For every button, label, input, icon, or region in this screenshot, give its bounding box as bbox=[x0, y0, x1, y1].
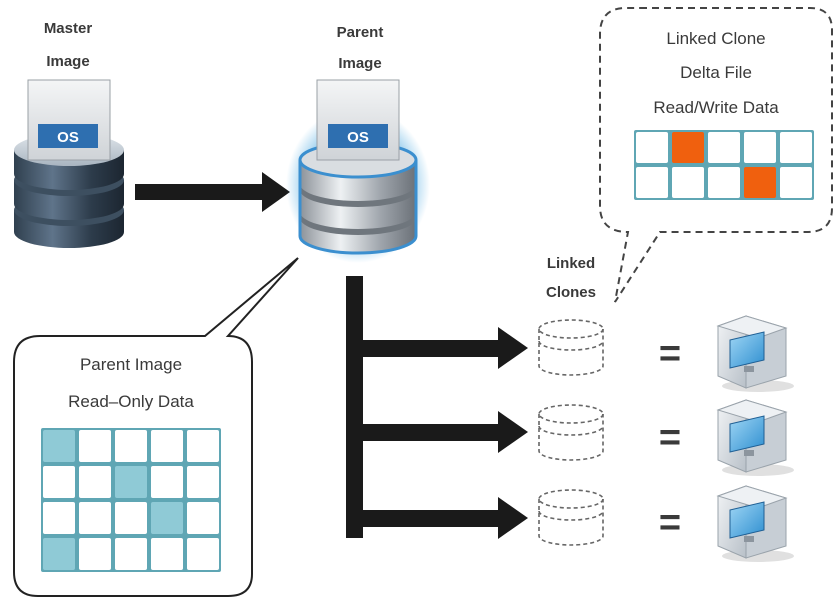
arrow-to-clone-3 bbox=[346, 497, 528, 539]
arrow-to-clone-1 bbox=[346, 327, 528, 369]
master-image-database: OS bbox=[14, 79, 124, 248]
vm-cube-icon bbox=[716, 485, 794, 562]
grid-cell bbox=[79, 466, 111, 498]
master-image-label: Master Image bbox=[44, 20, 93, 70]
equals-sign: = bbox=[659, 417, 681, 459]
arrow-to-clone-2 bbox=[346, 411, 528, 453]
grid-cell bbox=[115, 430, 147, 462]
grid-cell-filled bbox=[43, 430, 75, 462]
grid-cell bbox=[79, 502, 111, 534]
vm-cube-icon bbox=[716, 315, 794, 392]
grid-cell bbox=[780, 167, 812, 198]
parent-os-badge: OS bbox=[347, 129, 369, 146]
grid-cell bbox=[43, 502, 75, 534]
grid-cell bbox=[151, 466, 183, 498]
linked-clones-label: Linked Clones bbox=[546, 255, 596, 301]
grid-cell-filled bbox=[672, 132, 704, 163]
vm-cube-icon bbox=[716, 399, 794, 476]
read-only-bubble-line1: Parent Image bbox=[80, 355, 182, 374]
svg-text:Master: Master bbox=[44, 20, 93, 37]
linked-clone-disks bbox=[538, 319, 604, 546]
grid-cell bbox=[708, 132, 740, 163]
grid-cell bbox=[115, 538, 147, 570]
delta-bubble-line1: Linked Clone bbox=[666, 29, 765, 48]
grid-cell bbox=[43, 466, 75, 498]
dashed-disk-icon bbox=[538, 319, 604, 376]
read-only-data-grid bbox=[41, 428, 221, 572]
grid-cell bbox=[636, 132, 668, 163]
parent-image-database: OS bbox=[286, 79, 430, 263]
grid-cell bbox=[636, 167, 668, 198]
dashed-disk-icon bbox=[538, 489, 604, 546]
equals-signs: = = = bbox=[659, 333, 681, 544]
vm-cubes bbox=[716, 315, 794, 562]
grid-cell bbox=[151, 430, 183, 462]
grid-cell bbox=[187, 502, 219, 534]
os-document-icon: OS bbox=[316, 79, 400, 161]
grid-cell bbox=[780, 132, 812, 163]
grid-cell bbox=[187, 538, 219, 570]
read-only-bubble-line2: Read–Only Data bbox=[68, 392, 194, 411]
grid-cell bbox=[187, 466, 219, 498]
read-write-data-grid bbox=[634, 130, 814, 200]
svg-text:Image: Image bbox=[338, 55, 381, 72]
grid-cell bbox=[79, 430, 111, 462]
dashed-disk-icon bbox=[538, 404, 604, 461]
grid-cell bbox=[187, 430, 219, 462]
svg-text:Image: Image bbox=[46, 53, 89, 70]
branch-arrows bbox=[346, 276, 528, 539]
os-document-icon: OS bbox=[27, 79, 111, 161]
parent-image-label: Parent Image bbox=[337, 24, 384, 72]
equals-sign: = bbox=[659, 333, 681, 375]
master-to-parent-arrow bbox=[135, 172, 290, 212]
delta-file-bubble: Linked Clone Delta File Read/Write Data bbox=[599, 7, 833, 303]
equals-sign: = bbox=[659, 502, 681, 544]
master-os-badge: OS bbox=[57, 129, 79, 146]
grid-cell bbox=[672, 167, 704, 198]
grid-cell bbox=[744, 132, 776, 163]
grid-cell-filled bbox=[744, 167, 776, 198]
grid-cell bbox=[151, 538, 183, 570]
svg-text:Linked: Linked bbox=[547, 255, 595, 272]
delta-bubble-line3: Read/Write Data bbox=[653, 98, 779, 117]
svg-text:Clones: Clones bbox=[546, 284, 596, 301]
grid-cell-filled bbox=[151, 502, 183, 534]
svg-text:Parent: Parent bbox=[337, 24, 384, 41]
grid-cell bbox=[115, 502, 147, 534]
grid-cell-filled bbox=[43, 538, 75, 570]
delta-bubble-line2: Delta File bbox=[680, 63, 752, 82]
read-only-bubble: Parent Image Read–Only Data bbox=[13, 257, 299, 597]
grid-cell bbox=[79, 538, 111, 570]
grid-cell bbox=[708, 167, 740, 198]
grid-cell-filled bbox=[115, 466, 147, 498]
